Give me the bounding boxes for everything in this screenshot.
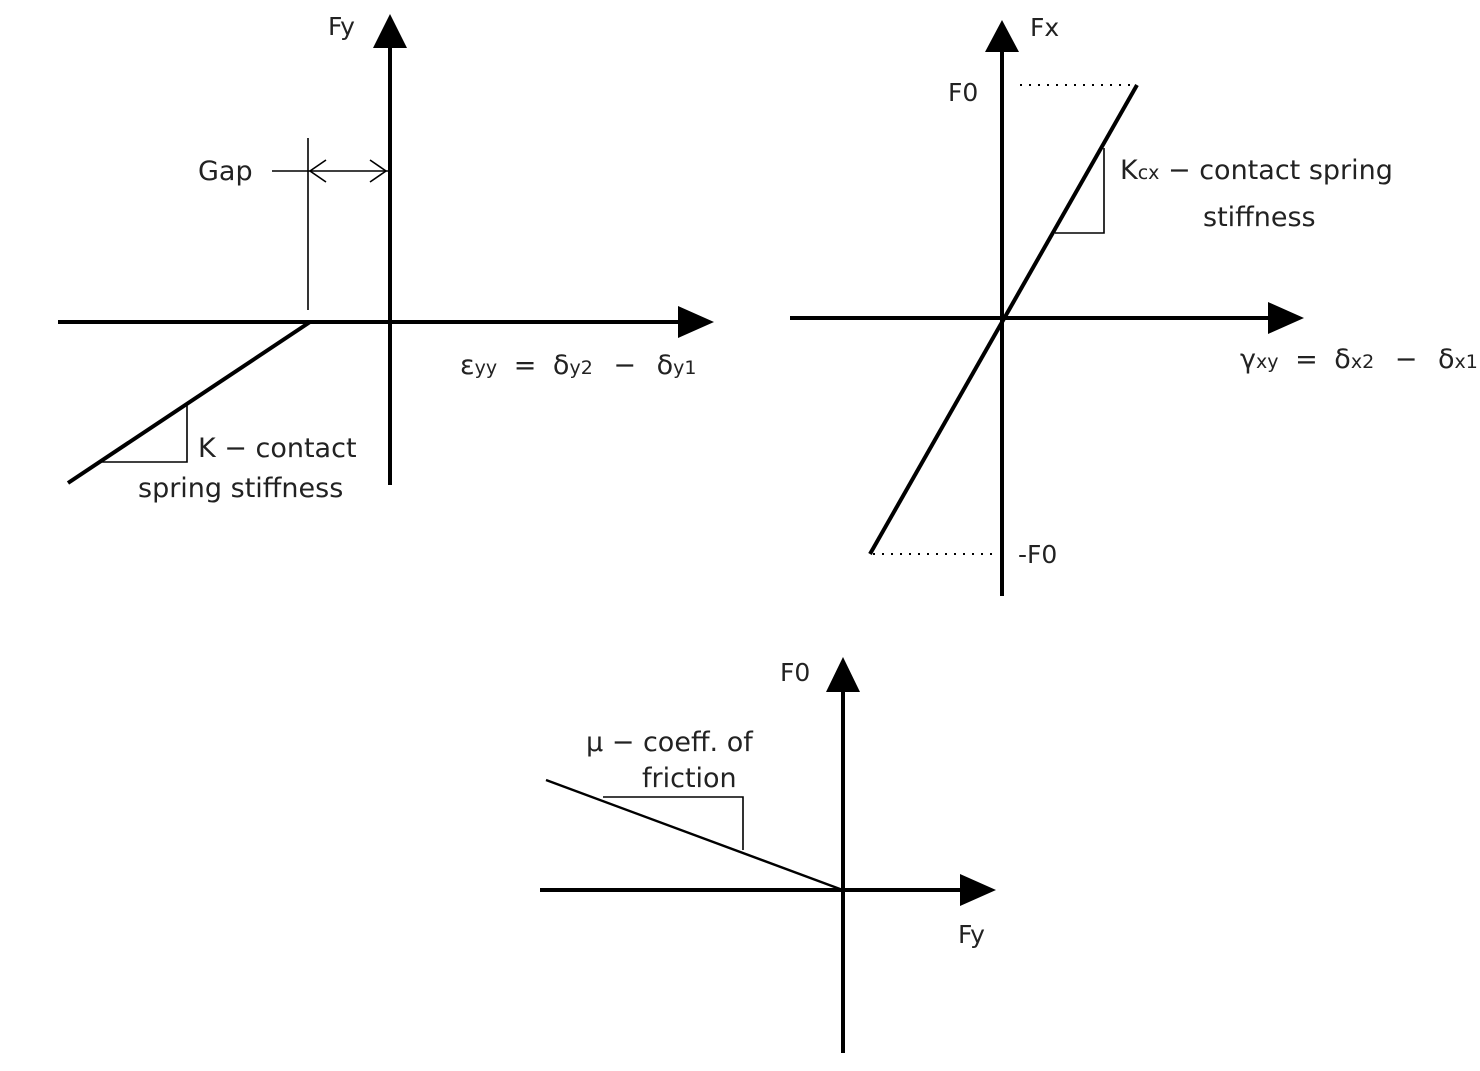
panel-shear-x-arrowhead — [1268, 302, 1304, 334]
panel-shear-strain-formula: γxy = δx2 − δx1 — [1240, 344, 1478, 375]
formula-minus: − — [1395, 344, 1418, 375]
panel-shear-slope-triangle — [1055, 148, 1105, 234]
panel-normal-stiffness-line — [66, 320, 312, 485]
panel-friction-axis-label-f0: F0 — [780, 658, 810, 687]
panel-friction-line — [545, 778, 841, 891]
delta-subscript-y1: y1 — [673, 357, 696, 379]
gap-arrow-left — [308, 159, 327, 183]
shear-subscript: xy — [1256, 351, 1279, 373]
panel-normal-stiffness-label-2: spring stiffness — [138, 473, 343, 504]
panel-shear-stiffness-label-2: stiffness — [1203, 202, 1316, 233]
delta-symbol: δ — [1438, 344, 1455, 375]
formula-equals: = — [1295, 344, 1318, 375]
k-subscript: cx — [1138, 162, 1160, 184]
k-symbol: K — [1120, 155, 1139, 186]
panel-normal-slope-triangle — [100, 404, 188, 463]
delta-subscript-y2: y2 — [569, 357, 592, 379]
delta-symbol: δ — [553, 350, 570, 381]
panel-friction-mu-label-2: friction — [642, 763, 737, 794]
panel-shear-f0-label: F0 — [948, 78, 978, 107]
delta-symbol: δ — [657, 350, 674, 381]
shear-symbol: γ — [1240, 344, 1256, 375]
formula-minus: − — [613, 350, 636, 381]
gap-arrow-right — [369, 159, 388, 183]
panel-friction-x-arrowhead — [960, 874, 996, 906]
panel-normal-axis-label-fy: Fy — [328, 12, 355, 41]
panel-friction-axis-label-fy: Fy — [958, 920, 985, 949]
panel-normal-y-arrowhead — [373, 14, 407, 48]
panel-normal-strain-formula: εyy = δy2 − δy1 — [460, 350, 696, 381]
panel-shear-y-arrowhead — [985, 20, 1019, 52]
panel-normal-stiffness-label-1: K − contact — [198, 433, 357, 464]
panel-shear-stiffness-label-1: Kcx − contact spring — [1120, 155, 1393, 186]
panel-friction-y-arrowhead — [826, 657, 860, 692]
panel-shear-neg-f0-label: -F0 — [1018, 540, 1057, 569]
delta-symbol: δ — [1334, 344, 1351, 375]
delta-subscript-x1: x1 — [1455, 351, 1478, 373]
panel-friction-slope-triangle — [603, 796, 744, 850]
panel-shear-stiffness-line — [868, 84, 1139, 555]
panel-normal-contact: Fy Gap K − contact spring stiffness εyy … — [58, 12, 714, 504]
panel-shear-axis-label-fx: Fx — [1030, 13, 1059, 42]
panel-friction-mu-label-1: μ − coeff. of — [586, 727, 754, 758]
delta-subscript-x2: x2 — [1351, 351, 1374, 373]
gap-label: Gap — [198, 156, 253, 187]
panel-normal-x-arrowhead — [678, 306, 714, 338]
panel-friction: F0 Fy μ − coeff. of friction — [540, 657, 996, 1053]
formula-equals: = — [514, 350, 537, 381]
panel-shear-stiffness-text: − contact spring — [1159, 155, 1392, 186]
panel-shear-contact: Fx F0 -F0 Kcx − contact spring stiffness… — [790, 13, 1478, 596]
strain-symbol: ε — [460, 350, 475, 381]
strain-subscript: yy — [475, 357, 498, 379]
